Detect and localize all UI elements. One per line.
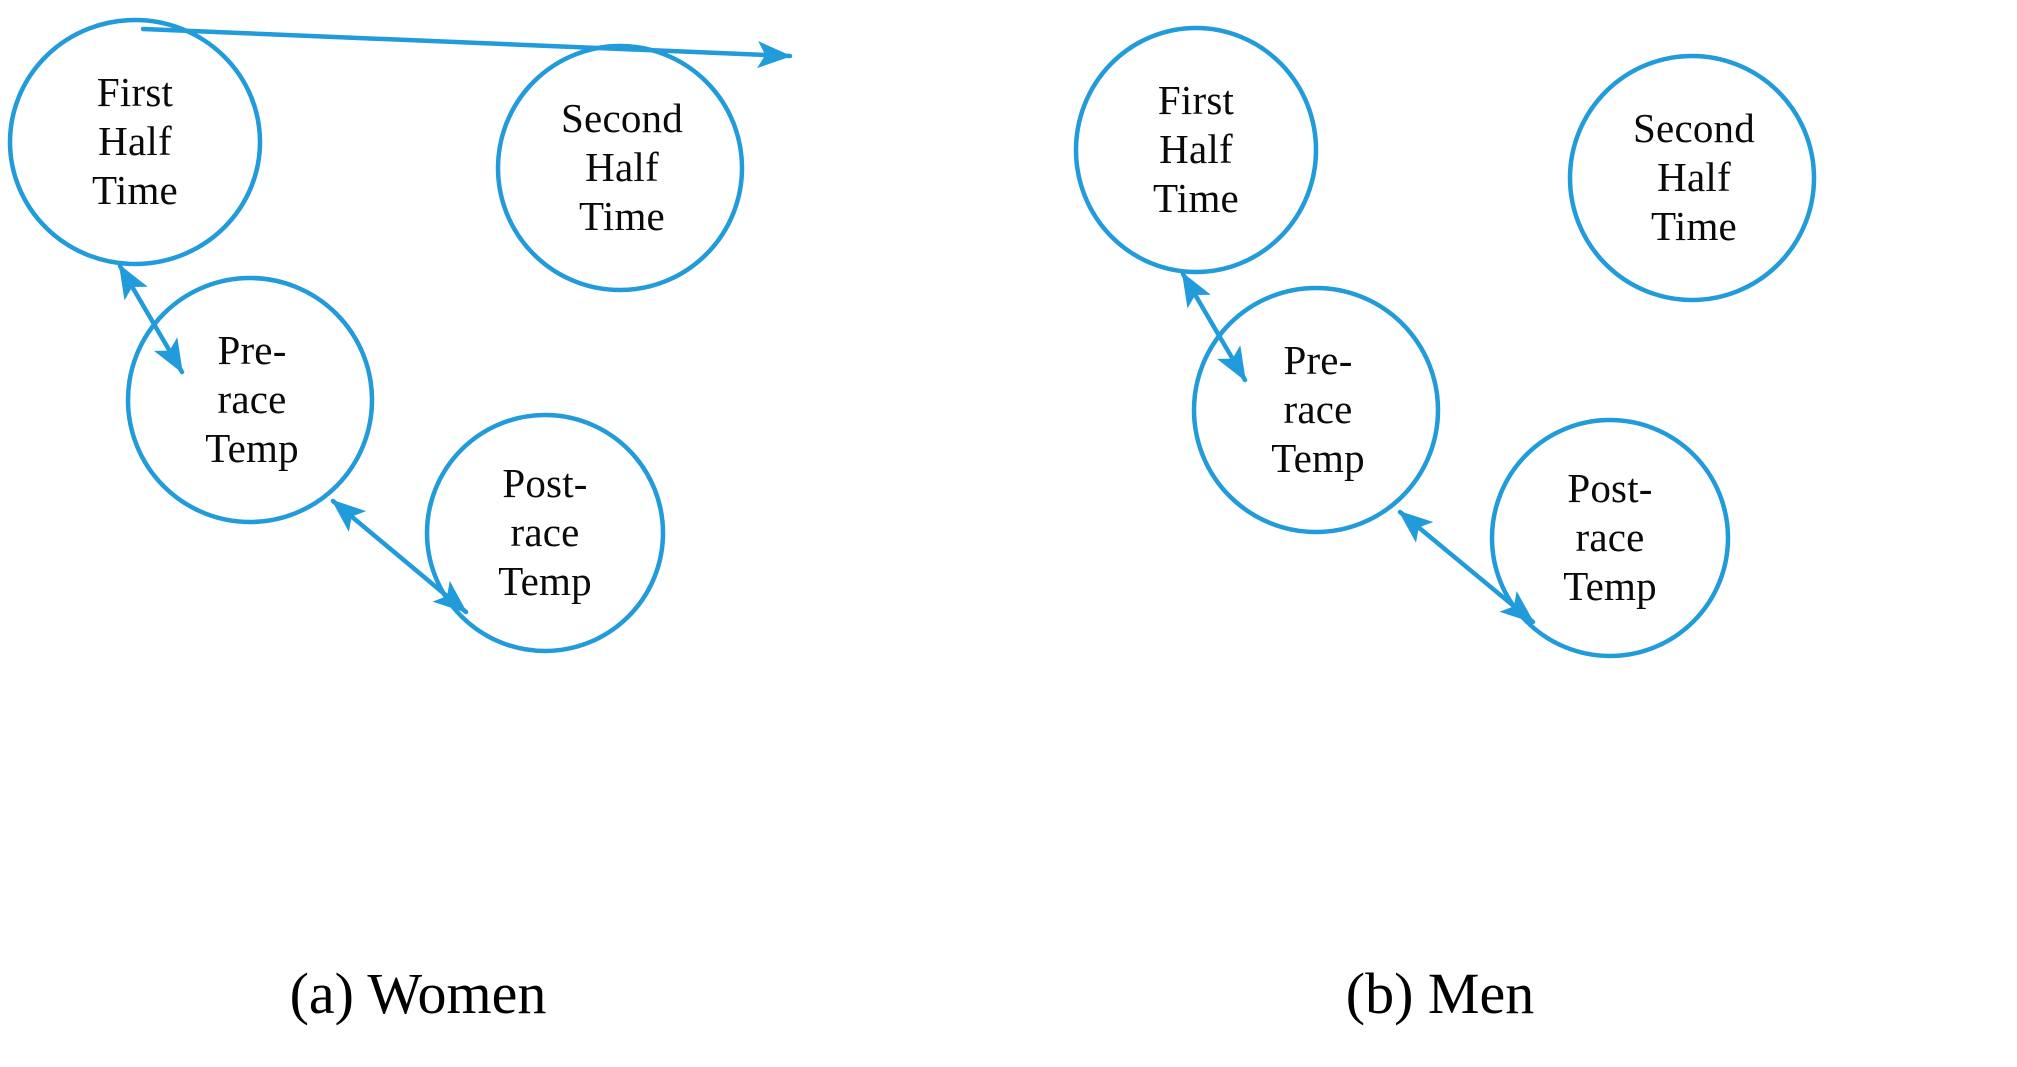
panel-women-graph (7, 17, 793, 654)
node-circle-pre-race-temp[interactable] (125, 275, 375, 525)
node-circle-second-half-time[interactable] (495, 43, 745, 293)
edge-pre-race-temp-post-race-temp[interactable] (1397, 509, 1536, 625)
edge-pre-race-temp-post-race-temp[interactable] (330, 498, 469, 615)
edge-first-half-time-pre-race-temp[interactable] (1180, 271, 1248, 383)
panel-women: First Half Time Second Half Time Pre- ra… (0, 0, 1000, 1067)
node-circle-post-race-temp[interactable] (1489, 417, 1731, 659)
panel-men: First Half Time Second Half Time Pre- ra… (1000, 0, 2017, 1067)
panel-men-graph (1073, 25, 1817, 659)
panel-caption-women: (a) Women (289, 961, 547, 1026)
edge-first-half-time-to-second-half-time[interactable] (140, 26, 793, 69)
node-circle-post-race-temp[interactable] (424, 412, 666, 654)
node-circle-first-half-time[interactable] (7, 17, 263, 267)
node-circle-second-half-time[interactable] (1567, 53, 1817, 303)
edge-first-half-time-pre-race-temp[interactable] (117, 263, 185, 375)
node-circle-first-half-time[interactable] (1073, 25, 1319, 275)
node-circle-pre-race-temp[interactable] (1191, 285, 1441, 535)
panel-caption-men: (b) Men (1345, 961, 1535, 1026)
